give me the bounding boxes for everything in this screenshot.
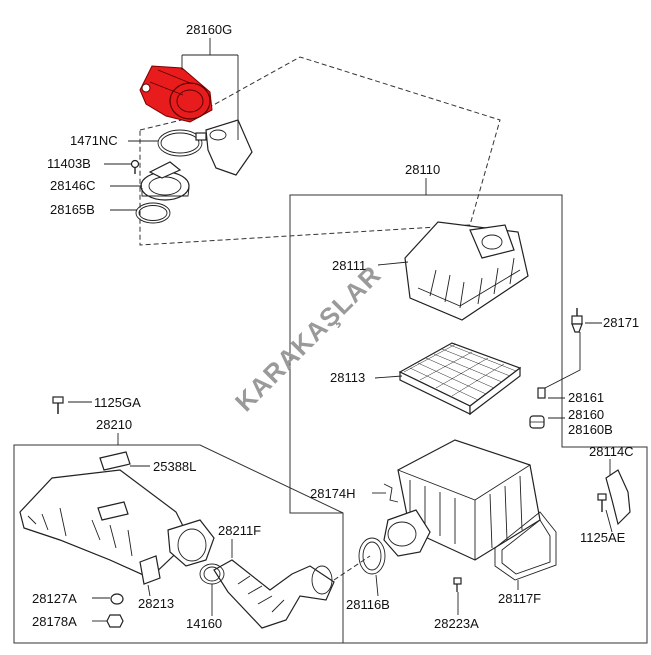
clip-28174H[interactable] [383, 483, 399, 503]
grommet-28127A[interactable] [110, 593, 124, 605]
label-28160: 28160 [568, 407, 604, 422]
label-28178A: 28178A [32, 614, 77, 629]
label-11403B: 11403B [47, 156, 91, 171]
label-28111: 28111 [332, 258, 366, 273]
air-cleaner-lower-case[interactable] [383, 439, 541, 561]
label-14160: 14160 [186, 616, 222, 631]
screw-11403B[interactable] [130, 159, 140, 175]
label-25388L: 25388L [153, 459, 196, 474]
watermark-text: KARAKAŞLAR [229, 259, 387, 417]
label-28211F: 28211F [218, 523, 261, 538]
label-28114C: 28114C [589, 444, 634, 459]
airflow-sensor-28146C[interactable] [140, 161, 190, 201]
air-cleaner-assembly-frame [289, 194, 648, 644]
label-28161: 28161 [568, 390, 604, 405]
clamp-1471NC[interactable] [157, 129, 207, 157]
label-1471NC: 1471NC [70, 133, 118, 148]
label-28146C: 28146C [50, 178, 96, 193]
label-28213: 28213 [138, 596, 174, 611]
label-1125GA: 1125GA [94, 395, 141, 410]
nut-28178A[interactable] [106, 614, 124, 628]
hose-28160G-highlighted[interactable] [139, 65, 213, 123]
bolt-28223A[interactable] [453, 577, 462, 592]
bracket-28114C[interactable] [605, 469, 631, 526]
label-28174H: 28174H [310, 486, 356, 501]
label-28116B: 28116B [346, 597, 390, 612]
label-28113: 28113 [330, 370, 365, 385]
bolt-1125AE[interactable] [597, 493, 607, 512]
air-filter-28113[interactable] [398, 342, 522, 416]
gasket-28117F[interactable] [494, 511, 557, 581]
clamp-28116B[interactable] [358, 537, 386, 575]
label-28165B: 28165B [50, 202, 95, 217]
ring-28165B[interactable] [135, 202, 171, 224]
intake-duct-28210[interactable] [19, 469, 215, 579]
hose-28211F[interactable] [213, 559, 335, 629]
air-duct-assembly-frame [13, 444, 344, 644]
hose-connection-dashed [333, 555, 371, 581]
sensor-28171[interactable] [571, 308, 583, 333]
gasket-28117F-inner [501, 519, 551, 575]
resonator-boot-mouth [209, 129, 227, 141]
pad-28213[interactable] [139, 555, 161, 585]
label-28210: 28210 [96, 417, 132, 432]
label-plate-25388L[interactable] [99, 451, 131, 471]
label-28223A: 28223A [434, 616, 479, 631]
air-cleaner-cover-28111[interactable] [404, 221, 529, 321]
clamp-14160[interactable] [199, 563, 225, 585]
label-28160G: 28160G [186, 22, 232, 37]
label-28160B: 28160B [568, 422, 613, 437]
leader-lines [68, 38, 613, 622]
label-1125AE: 1125AE [580, 530, 626, 545]
label-28171: 28171 [603, 315, 639, 330]
pipe-28161[interactable] [537, 387, 546, 399]
label-28117F: 28117F [498, 591, 541, 606]
label-28110: 28110 [405, 162, 440, 177]
bolt-1125GA[interactable] [52, 396, 64, 414]
label-plate-25388L-lower [97, 501, 129, 521]
resonator-boot[interactable] [205, 119, 253, 176]
grommet-28160[interactable] [529, 415, 545, 429]
label-28127A: 28127A [32, 591, 77, 606]
